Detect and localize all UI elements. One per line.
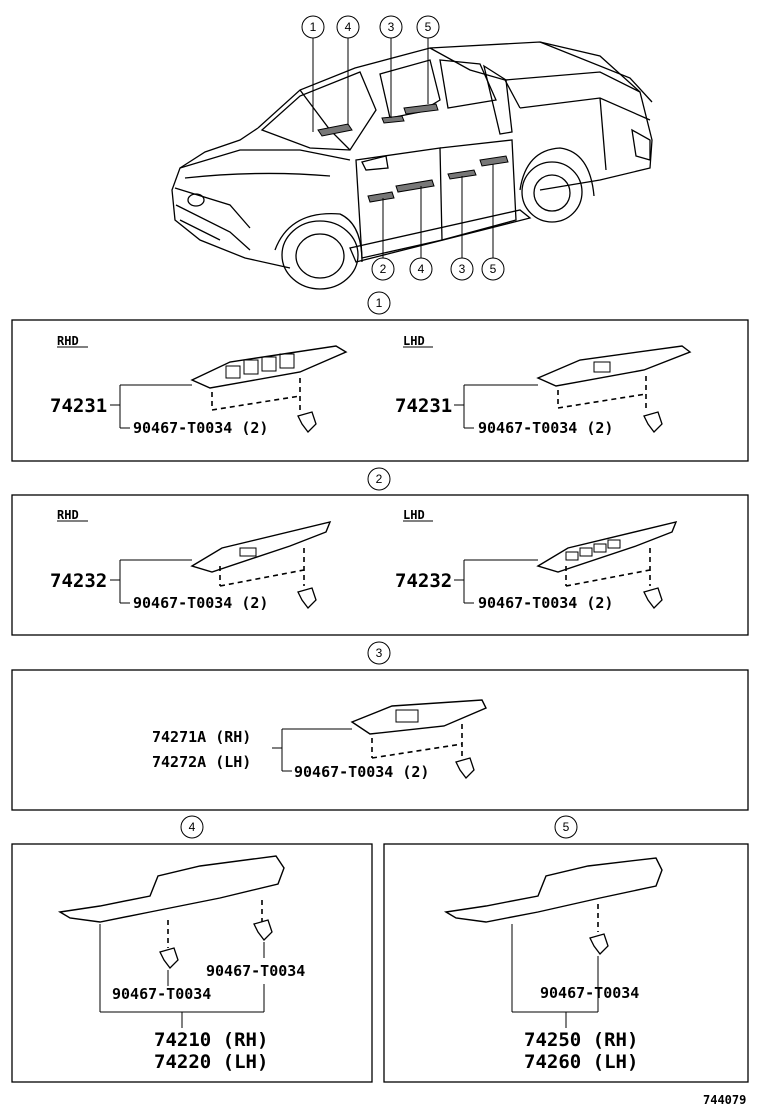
- vehicle-callout-top-3: 3: [379, 15, 403, 39]
- svg-text:3: 3: [388, 20, 395, 34]
- svg-text:5: 5: [490, 262, 497, 276]
- section-2-callout: [367, 467, 391, 491]
- clip-icon: [297, 411, 317, 433]
- section-5: 5 90467-T0034 74250 (RH) 74260 (LH): [383, 815, 749, 1083]
- section-1-lhd-label: LHD: [403, 334, 425, 348]
- svg-text:4: 4: [345, 20, 352, 34]
- section-3-part-rh: 74271A (RH): [152, 728, 251, 746]
- section-5-part-lh: 74260 (LH): [524, 1051, 638, 1073]
- clip-icon: [589, 933, 609, 955]
- section-1-lhd-plate: [536, 345, 692, 387]
- clip-icon: [297, 587, 317, 609]
- vehicle-callout-top-1: 1: [301, 15, 325, 39]
- vehicle-callout-bottom-3: 3: [450, 257, 474, 281]
- svg-text:2: 2: [380, 262, 387, 276]
- section-2-lhd-plate: [536, 521, 678, 573]
- section-4-part-rh: 74210 (RH): [154, 1029, 268, 1051]
- section-1-callout: [367, 291, 391, 315]
- section-4-scuff-plate: [57, 855, 285, 923]
- section-1-lhd-clip-label: 90467-T0034 (2): [478, 419, 613, 437]
- section-1: 1 RHD 74231 90467-T0034 (2) LHD 74231 9: [11, 291, 749, 462]
- vehicle-callout-bottom-4: 4: [409, 257, 433, 281]
- truck-illustration: [171, 38, 653, 290]
- section-3-frame: [11, 669, 749, 811]
- vehicle-callout-top-4: 4: [336, 15, 360, 39]
- section-1-rhd-part-number: 74231: [50, 395, 107, 417]
- section-5-scuff-plate: [443, 857, 663, 923]
- section-4-clip-left-label: 90467-T0034: [112, 985, 211, 1003]
- section-4-part-lh: 74220 (LH): [154, 1051, 268, 1073]
- vehicle-callout-bottom-2: 2: [371, 257, 395, 281]
- svg-text:4: 4: [418, 262, 425, 276]
- section-2-lhd-part-number: 74232: [395, 570, 452, 592]
- svg-text:5: 5: [425, 20, 432, 34]
- clip-icon: [643, 587, 663, 609]
- section-4: 4 90467-T0034 90467-T0034 74210 (RH) 742…: [11, 815, 373, 1083]
- section-3-callout: [367, 641, 391, 665]
- section-2-frame: [11, 494, 749, 636]
- clip-icon: [643, 411, 663, 433]
- section-2-callout-label: 2: [376, 472, 383, 486]
- section-3-callout-label: 3: [376, 646, 383, 660]
- section-5-frame: [383, 843, 749, 1083]
- section-4-clip-right-label: 90467-T0034: [206, 962, 305, 980]
- section-5-clip-label: 90467-T0034: [540, 984, 639, 1002]
- section-5-callout: [554, 815, 578, 839]
- section-2-lhd-clip-label: 90467-T0034 (2): [478, 594, 613, 612]
- section-2-rhd-part-number: 74232: [50, 570, 107, 592]
- svg-text:1: 1: [310, 20, 317, 34]
- section-4-callout-label: 4: [189, 820, 196, 834]
- vehicle-callout-bottom-5: 5: [481, 257, 505, 281]
- section-1-frame: [11, 319, 749, 462]
- section-1-lhd-part-number: 74231: [395, 395, 452, 417]
- diagram-id: 744079: [703, 1093, 746, 1107]
- section-3-plate: [350, 699, 487, 735]
- section-1-rhd-clip-label: 90467-T0034 (2): [133, 419, 268, 437]
- section-2-lhd-label: LHD: [403, 508, 425, 522]
- clip-icon: [159, 947, 179, 969]
- section-3-clip-label: 90467-T0034 (2): [294, 763, 429, 781]
- section-5-callout-label: 5: [563, 820, 570, 834]
- svg-text:3: 3: [459, 262, 466, 276]
- section-3: 3 74271A (RH) 74272A (LH) 90467-T0034 (2…: [11, 641, 749, 811]
- section-1-rhd-label: RHD: [57, 334, 79, 348]
- section-5-part-rh: 74250 (RH): [524, 1029, 638, 1051]
- section-2: 2 RHD 74232 90467-T0034 (2) LHD 74232 9: [11, 467, 749, 636]
- section-2-rhd-clip-label: 90467-T0034 (2): [133, 594, 268, 612]
- clip-icon: [455, 757, 475, 779]
- section-3-part-lh: 74272A (LH): [152, 753, 251, 771]
- section-1-callout-label: 1: [376, 296, 383, 310]
- section-2-rhd-label: RHD: [57, 508, 79, 522]
- section-4-callout: [180, 815, 204, 839]
- section-4-frame: [11, 843, 373, 1083]
- section-2-rhd-plate: [190, 521, 332, 573]
- vehicle-callout-top-5: 5: [416, 15, 440, 39]
- section-1-rhd-plate: [190, 345, 348, 389]
- clip-icon: [253, 919, 273, 941]
